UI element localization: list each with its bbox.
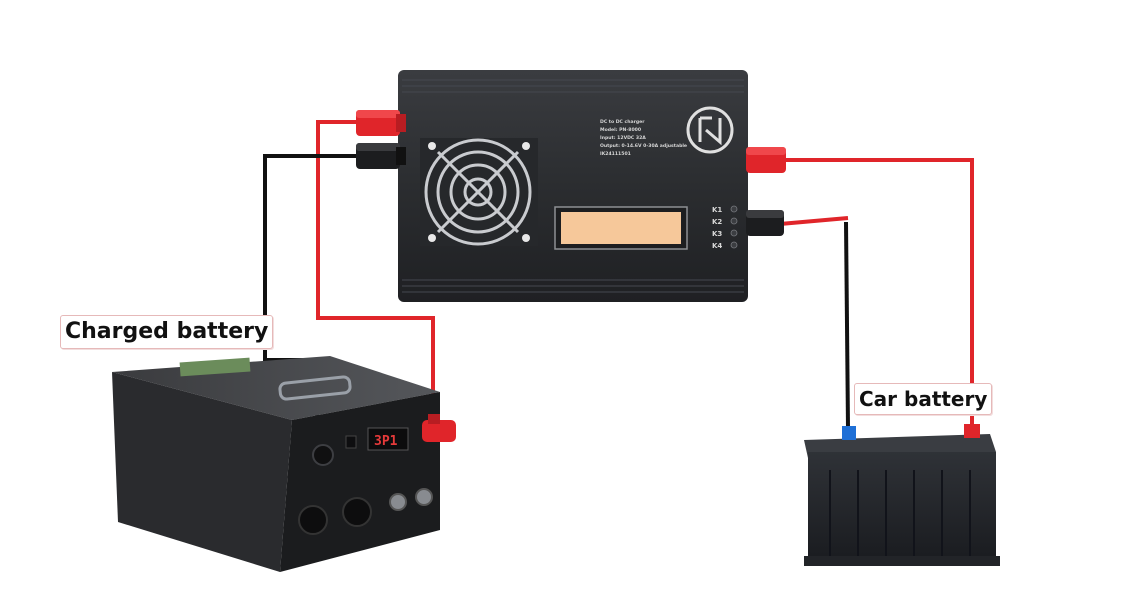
charger-fins	[402, 79, 744, 293]
indicator-led	[730, 229, 738, 237]
car-battery-negative-terminal	[842, 426, 856, 440]
output-positive-terminal	[746, 147, 786, 173]
charged-battery-label: Charged battery	[60, 315, 274, 349]
car-battery-ribs	[829, 470, 971, 556]
car-battery-base	[804, 556, 1000, 566]
indicator-label: K2	[712, 218, 722, 226]
dc-dc-charger: DC to DC charger Model: PN-8000 Input: 1…	[356, 70, 786, 302]
battery-switch	[345, 435, 357, 449]
usb-socket-icon	[342, 497, 372, 527]
info-line: Input: 12VDC 32A	[600, 135, 646, 141]
input-negative-terminal	[356, 143, 406, 169]
battery-front-face	[280, 392, 440, 572]
indicator-led	[730, 205, 738, 213]
info-line: IK24111501	[600, 151, 631, 157]
battery-positive-terminal	[422, 420, 456, 442]
indicator-label: K4	[712, 242, 722, 250]
info-line: Output: 0-14.6V 0-30A adjustable	[600, 143, 687, 149]
brand-logo-icon	[686, 106, 734, 154]
usb-socket-icon	[298, 505, 328, 535]
black-cable-output	[844, 221, 850, 429]
charger-info: DC to DC charger Model: PN-8000 Input: 1…	[600, 119, 687, 157]
indicator-lights: K1 K2 K3 K4	[712, 205, 738, 250]
red-cable-output	[778, 158, 974, 430]
car-battery	[804, 424, 1000, 566]
battery-handle	[278, 375, 352, 401]
battery-negative-socket	[312, 444, 334, 466]
battery-display	[367, 427, 409, 451]
red-cable-short	[779, 216, 849, 226]
battery-display-readout: 3P1	[374, 434, 398, 449]
indicator-label: K3	[712, 230, 722, 238]
dc-socket-icon	[415, 488, 433, 506]
dc-socket-icon	[389, 493, 407, 511]
car-battery-positive-terminal	[964, 424, 980, 438]
car-battery-body	[808, 452, 996, 560]
indicator-led	[730, 241, 738, 249]
lcd-screen	[561, 212, 681, 244]
input-positive-terminal	[356, 110, 406, 136]
info-line: DC to DC charger	[600, 119, 645, 125]
battery-pcb	[179, 357, 251, 377]
battery-left-face	[112, 372, 292, 572]
charged-battery: 3P1	[112, 356, 456, 572]
output-negative-terminal	[746, 210, 784, 236]
red-cable-input	[316, 120, 435, 415]
indicator-led	[730, 217, 738, 225]
car-battery-label: Car battery	[854, 383, 993, 415]
battery-positive-stud	[428, 414, 440, 424]
cooling-fan-icon	[420, 138, 538, 246]
indicator-label: K1	[712, 206, 722, 214]
info-line: Model: PN-8000	[600, 127, 641, 133]
